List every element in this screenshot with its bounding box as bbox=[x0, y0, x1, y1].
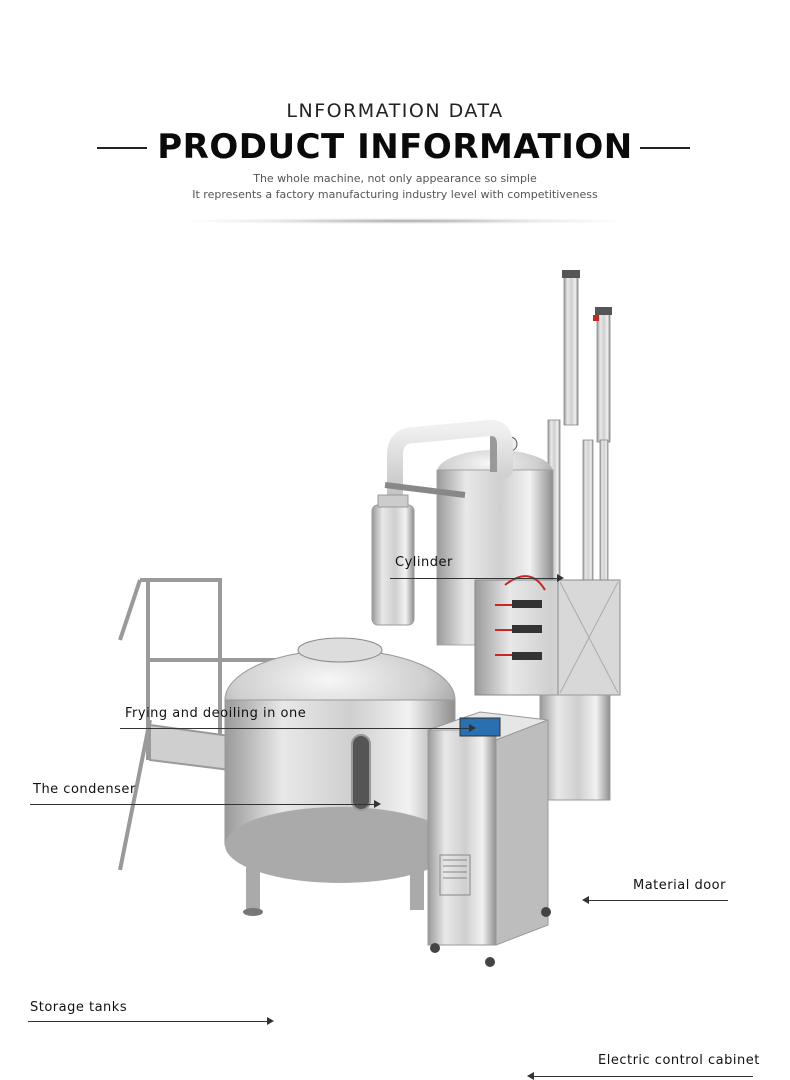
vapor-pipe bbox=[384, 419, 513, 568]
leader-storage-tanks bbox=[28, 1021, 268, 1022]
leader-condenser bbox=[30, 804, 375, 805]
label-control-cabinet: Electric control cabinet bbox=[598, 1053, 760, 1068]
arrow-frying-deoiling bbox=[469, 724, 476, 732]
machine-illustration bbox=[118, 270, 621, 967]
control-cabinet bbox=[427, 711, 551, 967]
label-storage-tanks: Storage tanks bbox=[30, 1000, 128, 1015]
material-door-box bbox=[474, 575, 621, 801]
arrow-condenser bbox=[374, 800, 381, 808]
header-shadow-divider bbox=[190, 218, 620, 224]
label-condenser: The condenser bbox=[33, 782, 136, 797]
arrow-control-cabinet bbox=[527, 1072, 534, 1080]
title-divider-right bbox=[640, 147, 690, 149]
section-subtitle: LNFORMATION DATA bbox=[286, 100, 504, 122]
arrow-cylinder bbox=[557, 574, 564, 582]
product-info-header: LNFORMATION DATA PRODUCT INFORMATION The… bbox=[0, 0, 790, 240]
cylinder-rods bbox=[547, 270, 612, 581]
label-material-door: Material door bbox=[633, 878, 726, 893]
machine-diagram: Cylinder Frying and deoiling in one The … bbox=[0, 240, 790, 1080]
arrow-storage-tanks bbox=[267, 1017, 274, 1025]
leader-cylinder bbox=[390, 578, 558, 579]
leader-material-door bbox=[588, 900, 728, 901]
label-frying-deoiling: Frying and deoiling in one bbox=[125, 706, 307, 721]
page-title: PRODUCT INFORMATION bbox=[157, 127, 633, 167]
label-cylinder: Cylinder bbox=[395, 555, 453, 570]
title-divider-left bbox=[97, 147, 147, 149]
description-line-1: The whole machine, not only appearance s… bbox=[253, 172, 537, 185]
storage-tank bbox=[224, 637, 456, 916]
leader-control-cabinet bbox=[533, 1076, 753, 1077]
description-line-2: It represents a factory manufacturing in… bbox=[192, 188, 598, 201]
condenser-column bbox=[371, 494, 415, 626]
arrow-material-door bbox=[582, 896, 589, 904]
leader-frying-deoiling bbox=[120, 728, 470, 729]
